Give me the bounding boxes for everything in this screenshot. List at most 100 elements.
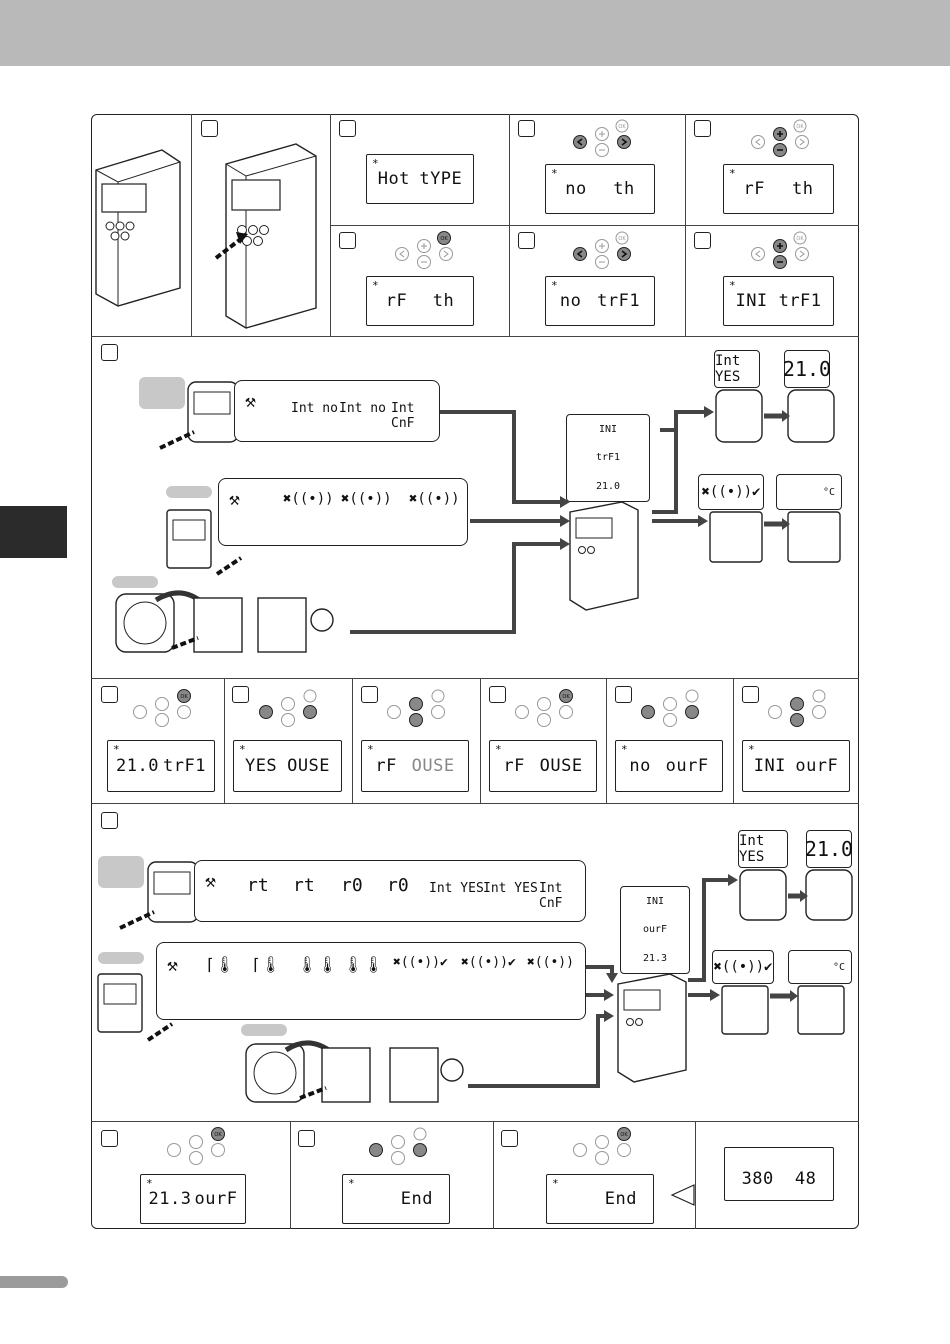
asterisk: * [372,157,380,170]
callout-text: Int YES [715,353,741,385]
step-box [615,686,632,703]
step-box [694,120,711,137]
callout-text: 21.0 [782,357,832,381]
button-cluster [387,689,445,727]
antenna-icon: ✖((•))✔ [461,955,516,970]
page-footer-bar [0,1276,68,1288]
svg-text:OK: OK [562,694,570,700]
asterisk: * [348,1177,356,1190]
lcd-text: OUSE [287,756,331,776]
step-box [361,686,378,703]
sequence-text: Int CnF [539,881,563,911]
sequence-text: Int YES [483,881,538,896]
step-box [742,686,759,703]
button-cluster: OK [751,119,809,157]
wireless-thermostat-illustration [97,973,174,1042]
lcd-display: * Hot tYPE [366,154,474,204]
wireless-sequence-panel: ⚒ ✖((•)) ✖((•)) ✖((•)) [218,478,468,546]
lcd-text: OUSE [411,756,455,776]
svg-text:OK: OK [796,236,804,242]
button-cluster: OK [573,1127,631,1165]
button-cluster: OK [167,1127,225,1165]
button-cluster: OK [133,689,191,727]
thermostat-callout: Int YES [738,830,788,868]
sequence-text: r0 [341,875,363,896]
callout-text: INI [645,895,665,907]
label-tag [98,856,144,888]
wireless-thermostat-illustration [709,511,841,563]
step-box [201,120,218,137]
step-box [339,232,356,249]
thermostat-illustration [119,861,199,930]
lcd-text: Hot [377,169,410,189]
lcd-display: * rF th [723,164,834,214]
divider [606,678,607,803]
svg-text:OK: OK [618,236,626,242]
asterisk: * [729,279,737,292]
svg-text:OK: OK [214,1132,222,1138]
callout-text: °C [822,486,835,498]
label-tag [112,576,158,588]
divider [480,678,481,803]
lcd-display: * End [342,1174,450,1224]
wireless-thermostat-illustration [721,985,845,1035]
tools-icon: ⚒ [245,391,256,412]
step-box [339,120,356,137]
callout-text: Int YES [739,833,765,865]
thermostat-callout: °C [776,474,842,510]
antenna-icon: ✖((•))✔ [713,959,773,975]
svg-text:OK: OK [796,124,804,130]
button-cluster [259,689,317,727]
lcd-text: 380 [741,1169,774,1189]
thermometer-icon: ⌈🌡 [251,955,281,974]
lcd-text: rF [503,756,525,776]
sequence-text: Int no [291,401,338,416]
callout-text: INI [598,423,618,435]
sequence-text: Int YES [429,881,484,896]
antenna-icon: ✖((•))✔ [393,955,448,970]
thermostat-callout: Int YES [714,350,760,388]
callout-text: ourF [642,924,668,936]
lcd-text: rF [385,291,408,311]
step-box [298,1130,315,1147]
asterisk: * [552,1177,560,1190]
sequence-text: Int CnF [391,401,415,431]
wireless-thermostat-illustration [166,509,243,576]
step-box [101,1130,118,1147]
wireless-sequence-panel: ⚒ ⌈🌡 ⌈🌡 🌡🌡 🌡🌡 ✖((•))✔ ✖((•))✔ ✖((•)) [156,942,586,1020]
lcd-display: * INI trF1 [723,276,834,326]
asterisk: * [495,743,503,756]
lcd-text: th [432,291,455,311]
button-cluster: OK [573,119,631,157]
lcd-text: End [604,1189,637,1209]
callout-text: °C [832,961,845,973]
lcd-text: tYPE [419,169,463,189]
dial-thermostat-illustration [245,1040,464,1103]
lcd-text: trF1 [597,291,641,311]
step-box [501,1130,518,1147]
lcd-text: no [559,291,582,311]
controller-illustration [95,149,181,307]
button-cluster: OK [515,689,573,727]
controller-illustration [617,973,687,1083]
callout-text: 21.0 [804,837,854,861]
lcd-text: trF1 [163,756,206,776]
lcd-text: 21.0 [116,756,159,776]
thermostat-sequence-panel: ⚒ rt rt r0 r0 Int YES Int YES Int CnF [194,860,586,922]
instruction-frame [91,114,859,1229]
tools-icon: ⚒ [205,871,216,892]
button-cluster: OK [573,231,631,269]
lcd-text: OUSE [539,756,583,776]
lcd-display: * rF OUSE [489,740,597,792]
label-tag [241,1024,287,1036]
thermostat-illustration [739,869,853,921]
controller-press-illustration [214,143,317,329]
thermostat-callout: °C [788,950,852,984]
lcd-text: 21.3 [148,1189,192,1209]
asterisk: * [372,279,380,292]
chapter-tab [0,506,67,558]
lcd-text: YES [244,756,278,776]
svg-text:OK: OK [618,124,626,130]
thermostat-sequence-panel: ⚒ Int no Int no Int CnF [234,380,440,442]
thermometer-icon: ⌈🌡 [205,955,235,974]
